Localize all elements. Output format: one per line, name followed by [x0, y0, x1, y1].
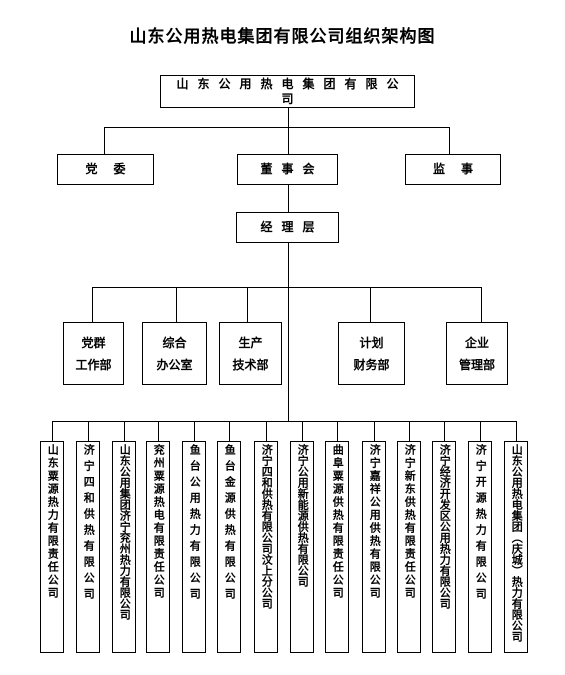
department-box: 党群工作部 [63, 322, 124, 385]
party-committee-box: 党委 [57, 154, 154, 185]
subsidiary-name: 鱼台金源供热有限公司 [223, 444, 237, 604]
subsidiary-box: 济宁开源热力有限公司 [468, 441, 492, 653]
connector [176, 287, 177, 322]
department-box: 计划财务部 [338, 322, 405, 385]
dept-line: 办公室 [156, 357, 193, 372]
subsidiary-name: 曲阜粟源供热有限责任公司 [331, 444, 345, 600]
dept-line: 计划 [359, 335, 384, 350]
subsidiary-box: 山东公用热电集团（庆城）热力有限公司 [504, 441, 528, 653]
connector [481, 287, 482, 322]
connector [104, 127, 105, 155]
subsidiary-box: 济宁经济开发区公用热力有限公司 [432, 441, 456, 653]
subsidiary-name: 山东粟源热力有限责任公司 [46, 444, 60, 600]
subsidiary-name: 山东公用集团济宁兖州热力有限公司 [118, 444, 132, 620]
department-box: 综合办公室 [142, 322, 207, 385]
connector [266, 421, 267, 441]
subsidiary-name: 济宁经济开发区公用热力有限公司 [438, 444, 452, 609]
connector [288, 107, 289, 127]
subsidiary-box: 鱼台公用热力有限公司 [182, 441, 206, 653]
subsidiary-name: 济宁嘉祥公用供热有限公司 [368, 444, 382, 600]
subsidiary-box: 济宁新东供热有限责任公司 [397, 441, 421, 653]
connector [288, 243, 289, 421]
connector [52, 421, 53, 441]
connector [516, 421, 517, 441]
connector [52, 421, 517, 422]
subsidiary-box: 山东粟源热力有限责任公司 [40, 441, 64, 653]
connector [158, 421, 159, 441]
connector [247, 287, 248, 322]
subsidiary-box: 济宁四和供热有限公司汶上分公司 [254, 441, 278, 653]
department-box: 企业管理部 [446, 322, 508, 385]
subsidiary-box: 济宁四和供热有限公司 [76, 441, 100, 653]
subsidiary-box: 山东公用集团济宁兖州热力有限公司 [112, 441, 136, 653]
connector [288, 127, 289, 155]
board-box: 董事会 [237, 154, 338, 185]
dept-line: 党群 [81, 335, 106, 350]
subsidiary-box: 鱼台金源供热有限公司 [217, 441, 241, 653]
connector [409, 421, 410, 441]
connector [88, 421, 89, 441]
dept-line: 综合 [162, 335, 187, 350]
subsidiary-box: 济宁公用新能源供热有限公司 [290, 441, 314, 653]
connector [92, 287, 93, 322]
subsidiary-name: 山东公用热电集团（庆城）热力有限公司 [510, 444, 524, 642]
connector [370, 287, 371, 322]
subsidiary-box: 兖州粟源热电有限责任公司 [146, 441, 170, 653]
dept-line: 企业 [464, 335, 489, 350]
supervisor-box: 监事 [405, 154, 501, 185]
dept-line: 生产 [238, 335, 263, 350]
subsidiary-name: 鱼台公用热力有限公司 [188, 444, 202, 604]
connector [337, 421, 338, 441]
connector [124, 421, 125, 441]
group-company-box: 山东公用热电集团有限公司 [160, 75, 415, 108]
connector [288, 185, 289, 212]
connector [194, 421, 195, 441]
dept-line: 管理部 [458, 357, 495, 372]
dept-line: 财务部 [353, 357, 390, 372]
subsidiary-name: 济宁公用新能源供热有限公司 [296, 444, 310, 587]
connector [302, 421, 303, 441]
connector [444, 421, 445, 441]
connector [92, 287, 482, 288]
subsidiary-box: 济宁嘉祥公用供热有限公司 [362, 441, 386, 653]
management-box: 经理层 [236, 212, 339, 243]
connector [449, 127, 450, 155]
connector [374, 421, 375, 441]
department-box: 生产技术部 [219, 322, 282, 385]
subsidiary-name: 济宁四和供热有限公司汶上分公司 [260, 444, 274, 609]
dept-line: 技术部 [232, 357, 269, 372]
subsidiary-name: 济宁新东供热有限责任公司 [403, 444, 417, 600]
connector [104, 127, 450, 128]
subsidiary-name: 济宁开源热力有限公司 [474, 444, 488, 604]
subsidiary-name: 兖州粟源热电有限责任公司 [152, 444, 166, 600]
connector [229, 421, 230, 441]
connector [480, 421, 481, 441]
subsidiary-name: 济宁四和供热有限公司 [82, 444, 96, 604]
subsidiary-box: 曲阜粟源供热有限责任公司 [325, 441, 349, 653]
dept-line: 工作部 [75, 357, 112, 372]
chart-title: 山东公用热电集团有限公司组织架构图 [129, 27, 436, 47]
